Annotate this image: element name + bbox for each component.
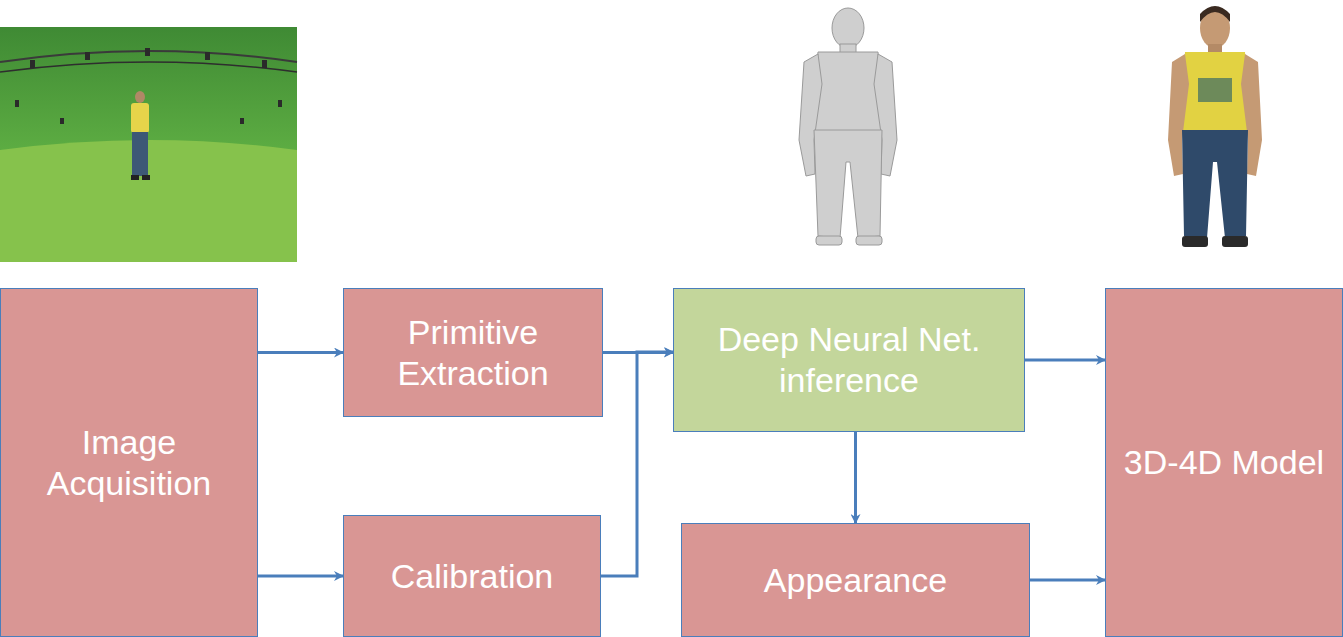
flow-arrow	[601, 352, 673, 576]
inference-box: Deep Neural Net. inference	[673, 288, 1025, 432]
box-label: Primitive Extraction	[354, 312, 592, 394]
output-box: 3D-4D Model	[1105, 288, 1343, 637]
process-box: Primitive Extraction	[343, 288, 603, 417]
box-label: 3D-4D Model	[1124, 442, 1324, 483]
box-label: Image Acquisition	[11, 422, 247, 504]
box-label: Calibration	[391, 556, 554, 597]
flow-arrow	[1025, 359, 1105, 362]
studio-photo	[0, 27, 297, 262]
flow-arrow	[258, 351, 343, 354]
flow-arrow	[1030, 579, 1105, 582]
photo-floor	[0, 140, 297, 262]
box-label: Appearance	[764, 560, 947, 601]
box-label: Deep Neural Net. inference	[684, 319, 1014, 401]
flow-arrow	[258, 575, 343, 578]
geometry-figure	[799, 8, 897, 245]
camera-rig	[0, 62, 297, 72]
photo-ground	[0, 27, 297, 262]
photo-person	[131, 91, 150, 180]
textured-figure	[1168, 6, 1262, 247]
process-box: Calibration	[343, 515, 601, 637]
process-box: Image Acquisition	[0, 288, 258, 637]
flow-arrow	[854, 432, 857, 523]
process-box: Appearance	[681, 523, 1030, 637]
